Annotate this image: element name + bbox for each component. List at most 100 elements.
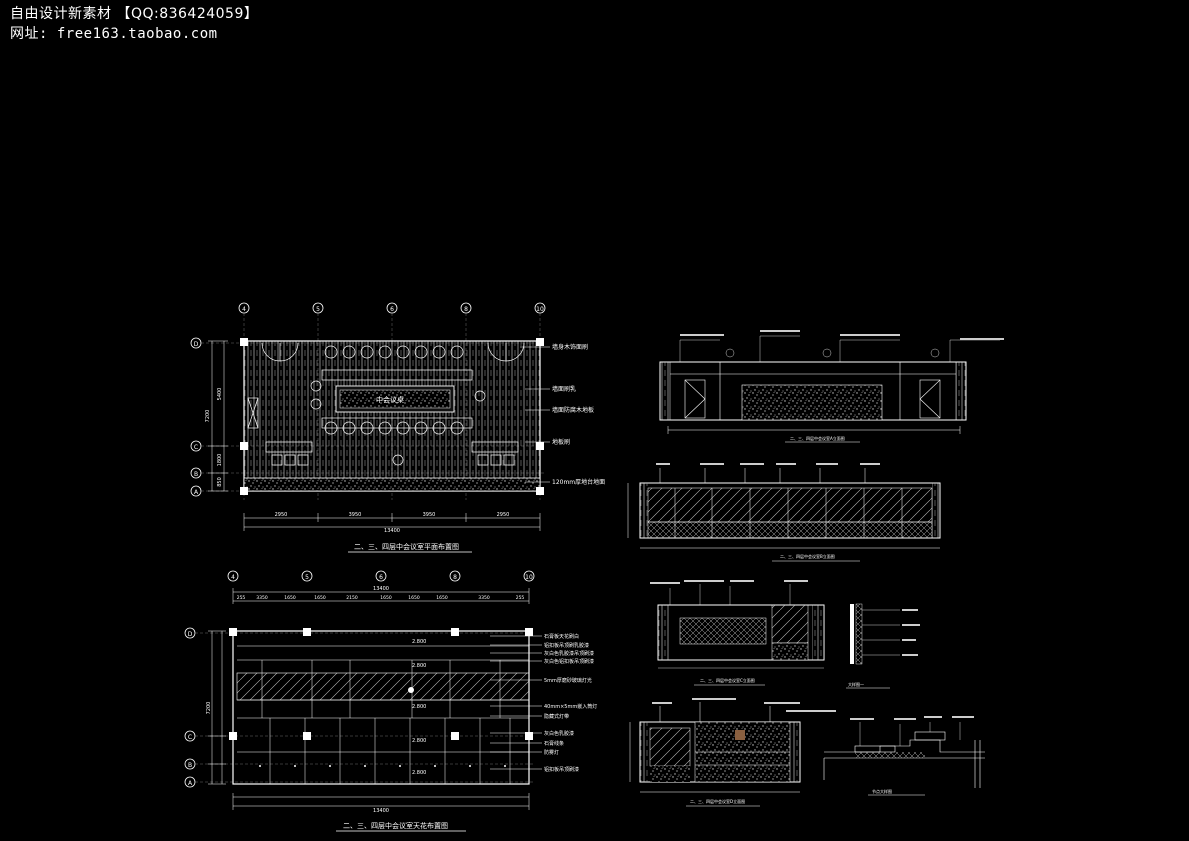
ceiling-grid-bubble: B [184,758,196,770]
svg-text:B: B [188,762,192,769]
svg-text:A: A [188,780,193,787]
svg-text:B: B [194,471,198,478]
plan-table-label: 中会议桌 [376,395,404,404]
plan-grid-bubbles-top: 4 5 6 8 10 [238,302,546,314]
ceiling-callout-label: 40mm×5mm嵌入筒灯 [544,703,597,710]
ceiling-callout-label: 石膏板天花刷白 [544,633,579,640]
plan-dimensions-bottom: 2950 3950 3950 2950 13400 [243,512,541,534]
ceiling-grid-bubble: 6 [375,570,387,582]
ceiling-grid-bubbles-left: D C B A [184,627,196,788]
ceiling-dimension-left-total: 7200 [206,702,212,715]
floor-plan: 4 5 6 8 10 D C B A [190,302,605,553]
elevation-a-title: 二、三、四层中会议室A立面图 [790,435,845,441]
svg-text:4: 4 [231,574,235,581]
ceiling-level: 2.800 [412,704,426,710]
svg-text:4: 4 [242,306,246,313]
svg-text:5: 5 [305,574,309,581]
ceiling-callout-label: 铝扣板吊顶刷乳胶漆 [544,642,589,649]
ceiling-levels: 2.800 2.800 2.800 2.800 2.800 [412,639,426,776]
ceiling-dimension-label: 1650 [408,595,420,601]
plan-grid-bubbles-left: D C B A [190,337,202,497]
svg-text:C: C [188,734,192,741]
ceiling-grid-bubble: C [184,730,196,742]
plan-dimension-label: 3950 [423,512,436,518]
ceiling-callout-label: 隐藏式灯带 [544,713,569,720]
ceiling-dimension-label: 1650 [284,595,296,601]
elevation-d-title: 二、三、四层中会议室D立面图 [690,798,745,804]
svg-text:10: 10 [525,574,533,581]
watermark-line-2: 网址: free163.taobao.com [10,26,218,42]
ceiling-dimension-label: 3350 [256,595,268,601]
ceiling-callout-label: 石膏线条 [544,740,564,747]
ceiling-dimension-label: 3350 [478,595,490,601]
ceiling-level: 2.800 [412,770,426,776]
ceiling-grid-bubble: 10 [523,570,535,582]
plan-grid-bubble: 5 [312,302,324,314]
detail-1-title: 大样图一 [848,681,864,687]
ceiling-plan: 4 5 6 8 10 13400 255 3350 1650 1650 2150… [184,570,597,832]
ceiling-dimension-label: 1650 [380,595,392,601]
ceiling-dimensions-top: 255 3350 1650 1650 2150 1650 1650 1650 3… [237,595,525,601]
plan-dimension-label: 3950 [349,512,362,518]
elevation-d: 二、三、四层中会议室D立面图 [629,698,836,807]
svg-text:6: 6 [379,574,383,581]
elevation-c: 二、三、四层中会议室C立面图 [650,580,825,686]
ceiling-callout-label: 灰白色铝扣板吊顶刷漆 [544,658,594,665]
ceiling-grid-bubble: 5 [301,570,313,582]
plan-grid-bubble: A [190,485,202,497]
plan-dimension-label: 2950 [275,512,288,518]
svg-text:8: 8 [464,306,468,313]
plan-grid-bubble: 10 [534,302,546,314]
elevation-a: 二、三、四层中会议室A立面图 [659,330,1004,443]
ceiling-dimension-total-top: 13400 [373,586,389,592]
ceiling-callouts: 石膏板天花刷白 铝扣板吊顶刷乳胶漆 灰白色乳胶漆吊顶刷漆 灰白色铝扣板吊顶刷漆 … [490,633,597,773]
ceiling-title: 二、三、四层中会议室天花布置图 [343,821,448,830]
plan-grid-bubble: 4 [238,302,250,314]
plan-dimension-label: 13400 [384,528,400,534]
ceiling-level: 2.800 [412,639,426,645]
elevation-c-title: 二、三、四层中会议室C立面图 [700,677,755,683]
plan-callout-label: 120mm厚地台地面 [552,478,605,486]
svg-text:D: D [188,631,193,638]
elevation-b: 二、三、四层中会议室B立面图 [627,463,941,562]
ceiling-dimension-total-bottom: 13400 [373,808,389,814]
ceiling-dimension-label: 2150 [346,595,358,601]
ceiling-level: 2.800 [412,738,426,744]
plan-grid-bubble: B [190,467,202,479]
ceiling-grid-bubble: 4 [227,570,239,582]
svg-text:5: 5 [316,306,320,313]
svg-text:8: 8 [453,574,457,581]
plan-grid-bubble: D [190,337,202,349]
plan-callout-label: 地板刷 [552,438,570,446]
ceiling-dimension-label: 255 [516,595,525,601]
elevation-b-title: 二、三、四层中会议室B立面图 [780,553,835,559]
ceiling-dimension-label: 255 [237,595,246,601]
ceiling-callout-label: 防雾灯 [544,749,559,756]
plan-grid-bubble: 6 [386,302,398,314]
ceiling-callout-label: 灰白色乳胶漆吊顶刷漆 [544,650,594,657]
ceiling-dimension-label: 1650 [314,595,326,601]
ceiling-grid-bubble: A [184,776,196,788]
plan-title: 二、三、四层中会议室平面布置图 [354,542,459,551]
ceiling-grid-bubble: 8 [449,570,461,582]
plan-callout-label: 墙身木饰面刷 [552,343,588,351]
ceiling-dimension-label: 1650 [436,595,448,601]
plan-dimension-label: 5400 [217,388,223,401]
detail-1: 大样图一 [846,603,920,689]
svg-text:6: 6 [390,306,394,313]
ceiling-callout-label: 灰白色乳胶漆 [544,730,574,737]
detail-2: 节点大样图 [823,716,985,796]
plan-callouts: 墙身木饰面刷 墙面刷乳 墙面防腐木地板 地板刷 120mm厚地台地面 [520,343,605,486]
plan-grid-bubble: C [190,440,202,452]
plan-callout-label: 墙面防腐木地板 [552,406,594,414]
watermark-line-1: 自由设计新素材 【QQ:836424059】 [10,6,259,22]
plan-grid-bubble: 8 [460,302,472,314]
ceiling-callout-label: 5mm厚磨砂玻璃灯光 [544,677,592,684]
svg-text:D: D [194,341,199,348]
detail-2-title: 节点大样图 [872,788,892,794]
ceiling-grid-bubble: D [184,627,196,639]
plan-dimension-label: 850 [217,477,223,487]
plan-dimensions-left: 5400 1800 850 7200 [205,340,228,492]
ceiling-level: 2.800 [412,663,426,669]
